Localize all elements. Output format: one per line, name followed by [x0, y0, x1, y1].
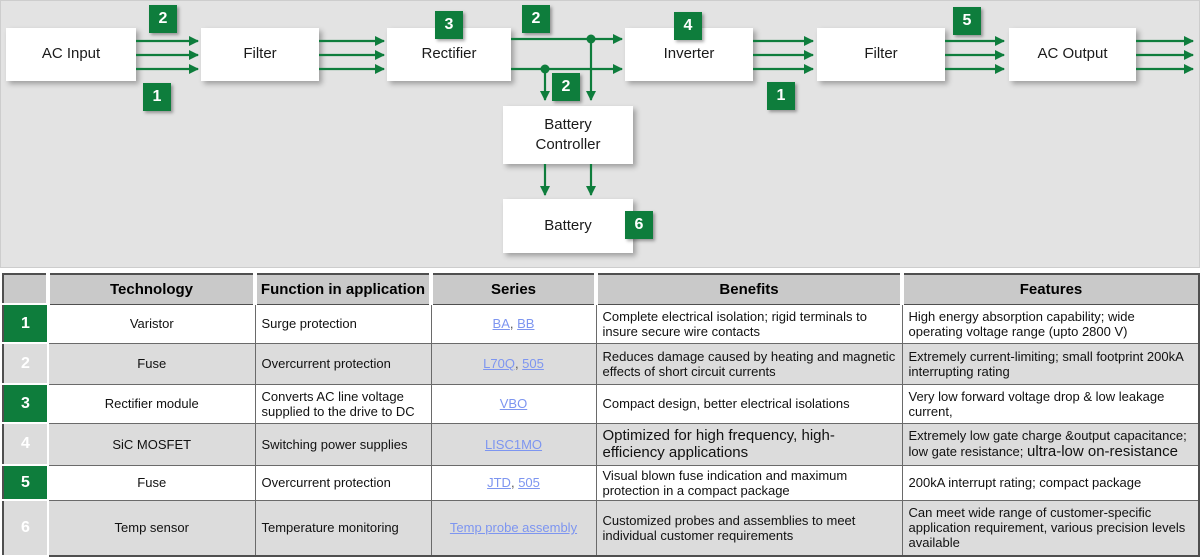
- series-link-lisc1mo[interactable]: LISC1MO: [484, 436, 543, 452]
- table-row: 6 Temp sensor Temperature monitoring Tem…: [3, 499, 1200, 557]
- step-badge-1-input-bottom: 1: [143, 83, 171, 111]
- cell-series: Temp probe assembly: [430, 499, 597, 557]
- cell-technology: Temp sensor: [47, 499, 256, 557]
- table-row: 3 Rectifier module Converts AC line volt…: [3, 383, 1200, 424]
- series-separator: ,: [509, 316, 518, 331]
- header-series: Series: [429, 274, 596, 305]
- cell-series: VBO: [430, 383, 597, 424]
- cell-function: Switching power supplies: [254, 422, 432, 466]
- cell-function: Surge protection: [254, 303, 432, 344]
- cell-features: High energy absorption capability; wide …: [901, 303, 1200, 344]
- header-function: Function in application: [253, 274, 431, 305]
- cell-function: Converts AC line voltage supplied to the…: [254, 383, 432, 424]
- cell-features: Extremely current-limiting; small footpr…: [901, 342, 1200, 385]
- cell-technology: Varistor: [47, 303, 256, 344]
- cell-function: Temperature monitoring: [254, 499, 432, 557]
- row-number: 2: [3, 342, 49, 385]
- step-badge-5-output-filter: 5: [953, 7, 981, 35]
- block-filter-2: Filter: [817, 28, 945, 81]
- step-badge-2-input-top: 2: [149, 5, 177, 33]
- step-badge-1-output: 1: [767, 82, 795, 110]
- step-badge-6-battery: 6: [625, 211, 653, 239]
- cell-benefits: Optimized for high frequency, high-effic…: [595, 422, 903, 466]
- cell-benefits: Visual blown fuse indication and maximum…: [595, 464, 903, 501]
- cell-features: 200kA interrupt rating; compact package: [901, 464, 1200, 501]
- cell-features: Can meet wide range of customer-specific…: [901, 499, 1200, 557]
- series-link-temp-probe-assembly[interactable]: Temp probe assembly: [449, 520, 578, 536]
- cell-series: LISC1MO: [430, 422, 597, 466]
- cell-series: BA, BB: [430, 303, 597, 344]
- cell-benefits: Reduces damage caused by heating and mag…: [595, 342, 903, 385]
- cell-technology: Fuse: [47, 464, 256, 501]
- cell-benefits: Complete electrical isolation; rigid ter…: [595, 303, 903, 344]
- features-text: Extremely low gate charge &output capaci…: [908, 428, 1187, 459]
- header-technology: Technology: [46, 274, 255, 305]
- features-text-emphasis: ultra-low on-resistance: [1027, 443, 1178, 460]
- cell-benefits: Compact design, better electrical isolat…: [595, 383, 903, 424]
- row-number: 1: [3, 303, 49, 344]
- series-link-ba[interactable]: BA: [492, 316, 510, 331]
- table-row: 2 Fuse Overcurrent protection L70Q, 505 …: [3, 342, 1200, 385]
- block-rectifier: Rectifier: [387, 28, 511, 81]
- row-number: 5: [3, 464, 49, 501]
- flow-arrows: [136, 34, 1194, 196]
- cell-technology: Rectifier module: [47, 383, 256, 424]
- series-link-jtd[interactable]: JTD: [487, 475, 511, 490]
- row-number: 4: [3, 422, 49, 466]
- header-number: [3, 274, 48, 305]
- table-row: 4 SiC MOSFET Switching power supplies LI…: [3, 422, 1200, 466]
- row-number: 6: [3, 499, 49, 557]
- cell-function: Overcurrent protection: [254, 342, 432, 385]
- block-ac-output: AC Output: [1009, 28, 1136, 81]
- step-badge-2-dc-bus: 2: [522, 5, 550, 33]
- cell-features: Extremely low gate charge &output capaci…: [901, 422, 1200, 466]
- block-inverter: Inverter: [625, 28, 753, 81]
- block-battery-controller: Battery Controller: [503, 106, 633, 164]
- series-separator: ,: [510, 475, 519, 490]
- table-row: 5 Fuse Overcurrent protection JTD, 505 V…: [3, 464, 1200, 501]
- series-link-505[interactable]: 505: [518, 475, 540, 490]
- block-battery: Battery: [503, 199, 633, 253]
- cell-function: Overcurrent protection: [254, 464, 432, 501]
- series-separator: ,: [514, 356, 523, 371]
- step-badge-2-battery-tap: 2: [552, 73, 580, 101]
- step-badge-3-rectifier: 3: [435, 11, 463, 39]
- header-benefits: Benefits: [594, 274, 902, 305]
- cell-technology: Fuse: [47, 342, 256, 385]
- cell-technology: SiC MOSFET: [47, 422, 256, 466]
- technology-table: Technology Function in application Serie…: [2, 273, 1200, 557]
- power-flow-diagram: AC Input Filter Rectifier Inverter Filte…: [0, 0, 1200, 268]
- series-link-bb[interactable]: BB: [517, 316, 535, 331]
- series-link-l70q[interactable]: L70Q: [483, 356, 515, 371]
- cell-series: L70Q, 505: [430, 342, 597, 385]
- cell-series: JTD, 505: [430, 464, 597, 501]
- cell-features: Very low forward voltage drop & low leak…: [901, 383, 1200, 424]
- series-link-505[interactable]: 505: [522, 356, 544, 371]
- block-ac-input: AC Input: [6, 28, 136, 81]
- table-row: 1 Varistor Surge protection BA, BB Compl…: [3, 303, 1200, 344]
- row-number: 3: [3, 383, 49, 424]
- series-link-vbo[interactable]: VBO: [499, 396, 528, 411]
- block-filter-1: Filter: [201, 28, 319, 81]
- header-features: Features: [900, 274, 1199, 305]
- cell-benefits: Customized probes and assemblies to meet…: [595, 499, 903, 557]
- step-badge-4-inverter: 4: [674, 12, 702, 40]
- table-header-row: Technology Function in application Serie…: [3, 274, 1199, 305]
